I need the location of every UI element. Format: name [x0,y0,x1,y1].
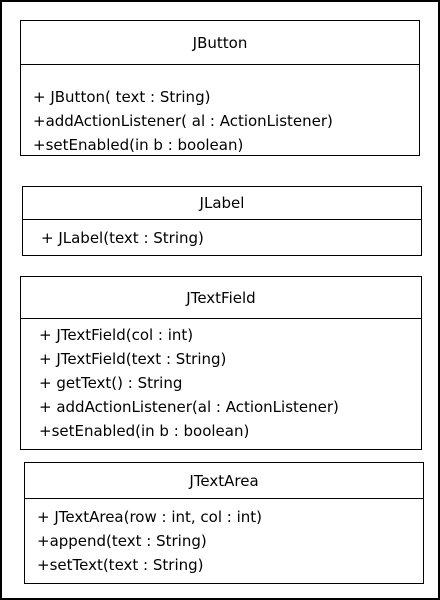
class-members-jtextfield: + JTextField(col : int) + JTextField(tex… [21,319,421,443]
member-line: + JTextField(text : String) [39,350,227,368]
member-line: + JLabel(text : String) [41,229,204,247]
member-line: +setText(text : String) [37,556,204,574]
class-name-jtextfield: JTextField [21,277,421,319]
member-line: + getText() : String [39,374,183,392]
member-line: + JButton( text : String) [33,88,211,106]
member-line: +append(text : String) [37,532,207,550]
member-line: +setEnabled(in b : boolean) [33,136,244,154]
member-line: +addActionListener( al : ActionListener) [33,112,333,130]
member-line: + JTextField(col : int) [39,326,194,344]
class-box-jbutton: JButton + JButton( text : String) +addAc… [20,20,420,156]
class-members-jtextarea: + JTextArea(row : int, col : int) +appen… [25,499,423,577]
class-box-jtextarea: JTextArea + JTextArea(row : int, col : i… [24,462,424,584]
class-box-jlabel: JLabel + JLabel(text : String) [22,186,422,256]
member-line: + JTextArea(row : int, col : int) [37,508,263,526]
class-name-jbutton: JButton [21,21,419,65]
class-name-jlabel: JLabel [23,187,421,220]
class-name-jtextarea: JTextArea [25,463,423,499]
class-members-jlabel: + JLabel(text : String) [23,220,421,250]
class-box-jtextfield: JTextField + JTextField(col : int) + JTe… [20,276,422,450]
member-line: +setEnabled(in b : boolean) [39,422,250,440]
class-members-jbutton: + JButton( text : String) +addActionList… [21,65,419,157]
member-line: + addActionListener(al : ActionListener) [39,398,339,416]
